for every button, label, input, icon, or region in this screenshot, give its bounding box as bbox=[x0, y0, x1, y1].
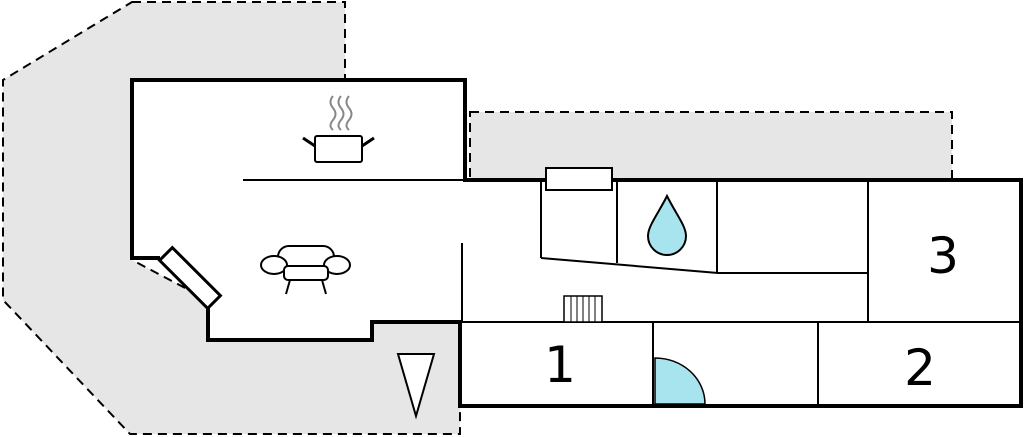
water-drop-icon bbox=[646, 193, 688, 256]
room-number-1: 1 bbox=[544, 336, 576, 394]
armchair-icon bbox=[260, 245, 351, 295]
room-number-2: 2 bbox=[904, 339, 936, 397]
quarter-circle-shower-icon bbox=[654, 357, 706, 405]
fireplace-icon bbox=[157, 245, 223, 311]
outer-wall bbox=[130, 78, 1023, 408]
room-number-3: 3 bbox=[927, 227, 959, 285]
storage-wall-bottom bbox=[540, 257, 719, 274]
radiator-icon bbox=[563, 295, 603, 323]
entrance-arrow-icon bbox=[396, 353, 436, 420]
terrace-right bbox=[469, 111, 953, 181]
cooking-pot-icon bbox=[302, 95, 375, 163]
radiator-top bbox=[545, 167, 613, 191]
